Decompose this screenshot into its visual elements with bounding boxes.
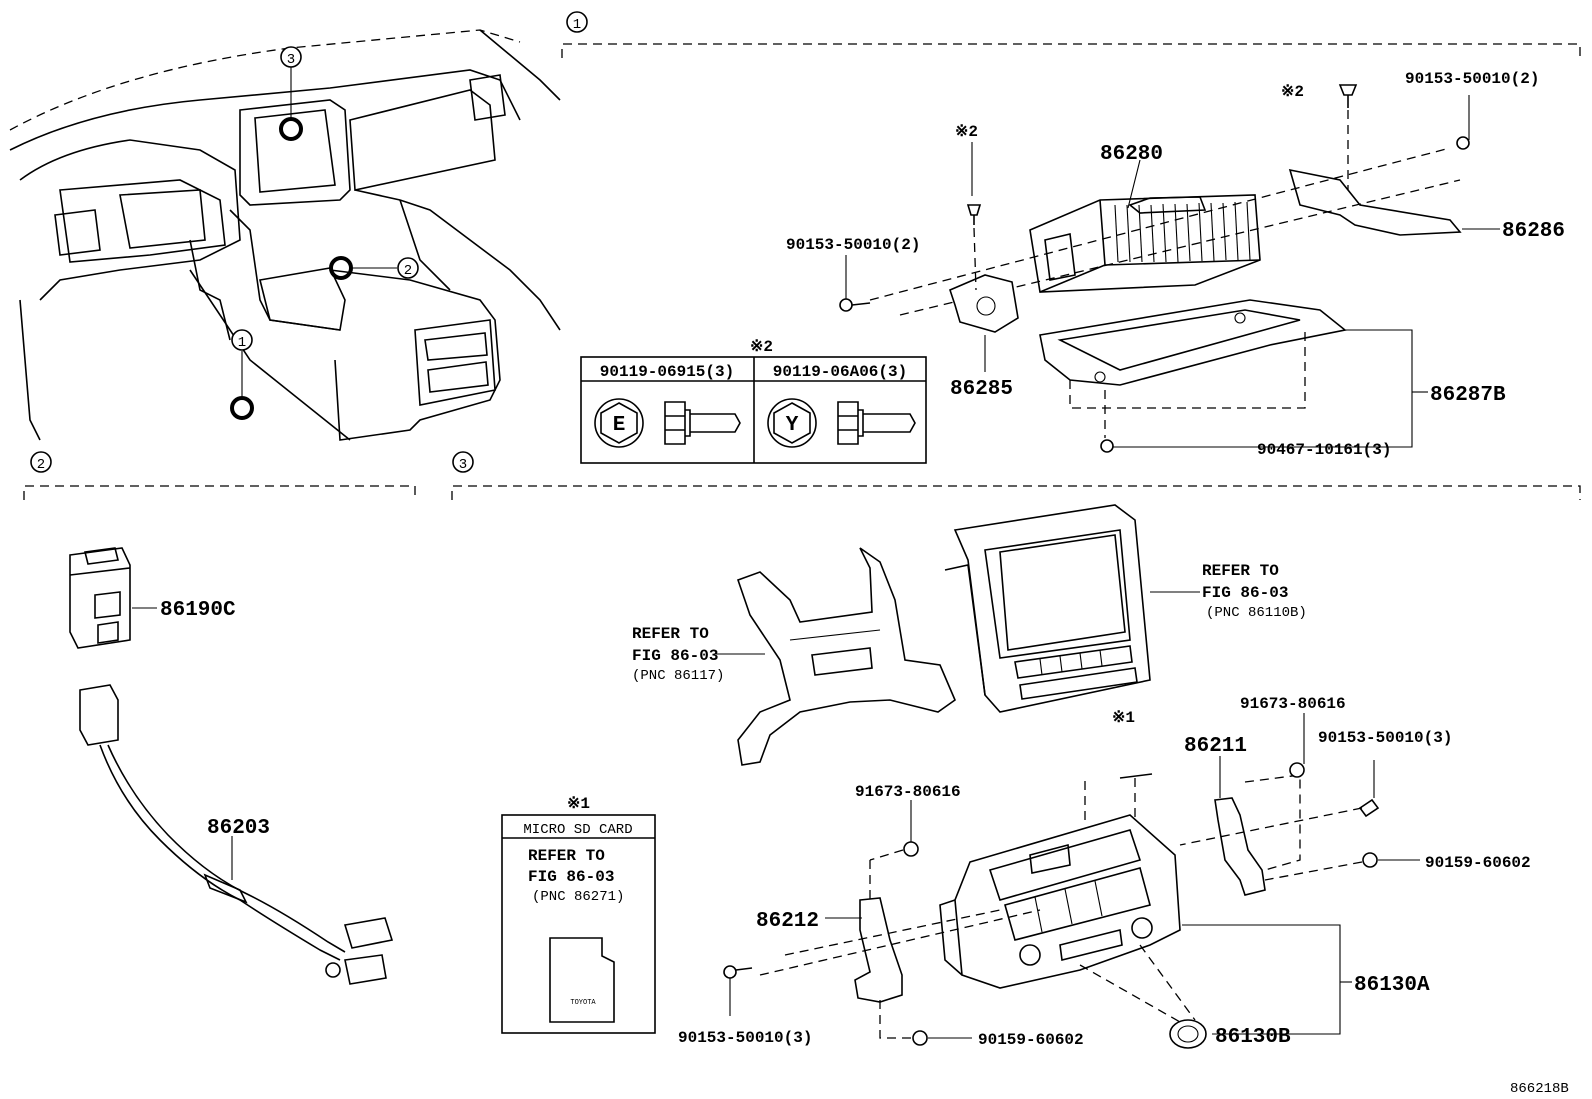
label-86212: 86212 bbox=[756, 910, 819, 933]
sd-box-line-2: FIG 86-03 bbox=[528, 868, 614, 886]
section-3-bracket bbox=[451, 485, 1581, 500]
bracket-86212 bbox=[854, 897, 903, 1003]
callout-3 bbox=[280, 46, 302, 68]
refer-left-line-2: FIG 86-03 bbox=[632, 647, 718, 665]
micro-sd-box: MICRO SD CARD REFER TO FIG 86-03 (PNC 86… bbox=[501, 814, 656, 1034]
sd-card-icon bbox=[549, 937, 615, 1023]
note-2-a: ※2 bbox=[955, 123, 978, 141]
section-1-bracket bbox=[561, 43, 1581, 58]
figure-id: 866218B bbox=[1510, 1081, 1569, 1097]
amplifier-86280 bbox=[1029, 194, 1261, 293]
label-86130A: 86130A bbox=[1354, 974, 1430, 997]
refer-left-line-3: (PNC 86117) bbox=[632, 668, 724, 684]
switch-86190C bbox=[69, 547, 131, 649]
note-2-b: ※2 bbox=[750, 338, 773, 356]
section-3-marker bbox=[452, 451, 474, 473]
label-screw-left-s1: 90153-50010(2) bbox=[786, 236, 920, 254]
label-clip-left: 91673-80616 bbox=[855, 783, 961, 801]
callout-2 bbox=[397, 257, 419, 279]
tray-86287B bbox=[1039, 299, 1347, 386]
label-clip-right: 91673-80616 bbox=[1240, 695, 1346, 713]
label-screw-right-s3: 90153-50010(3) bbox=[1318, 729, 1452, 747]
refer-right-line-3: (PNC 86110B) bbox=[1206, 605, 1307, 621]
sd-card-logo: TOYOTA bbox=[570, 999, 596, 1007]
refer-left-line-1: REFER TO bbox=[632, 625, 709, 643]
clip-left-icon bbox=[903, 841, 919, 857]
label-86285: 86285 bbox=[950, 378, 1013, 401]
location-dot-1 bbox=[230, 396, 254, 420]
section-3-marker-label: 3 bbox=[459, 457, 467, 473]
callout-2-label: 2 bbox=[404, 263, 412, 279]
label-86287B: 86287B bbox=[1430, 384, 1506, 407]
screw-left-icon bbox=[723, 965, 737, 979]
section-2-marker bbox=[30, 451, 52, 473]
dashboard-overview: 3 2 1 bbox=[9, 29, 561, 441]
bolt-head-mark-y: Y bbox=[786, 414, 799, 437]
mounting-bracket bbox=[736, 547, 956, 766]
callout-1-label: 1 bbox=[238, 335, 246, 351]
bracket-86286 bbox=[1288, 168, 1462, 236]
section-1-marker-label: 1 bbox=[573, 17, 581, 33]
label-86211: 86211 bbox=[1184, 735, 1247, 758]
bolt-table-col2-header: 90119-06A06(3) bbox=[773, 363, 907, 381]
label-bolt-bottom: 90467-10161(3) bbox=[1257, 441, 1391, 459]
harness-86203 bbox=[79, 684, 394, 985]
bolt-table: 90119-06915(3) 90119-06A06(3) E Y bbox=[580, 356, 927, 464]
note-1-a: ※1 bbox=[567, 795, 590, 813]
bolt-table-col1-header: 90119-06915(3) bbox=[600, 363, 734, 381]
location-dot-2 bbox=[329, 256, 353, 280]
label-86286: 86286 bbox=[1502, 220, 1565, 243]
callout-3-label: 3 bbox=[287, 52, 295, 68]
sd-box-title: MICRO SD CARD bbox=[523, 822, 632, 838]
label-nut-left: 90159-60602 bbox=[978, 1031, 1084, 1049]
label-86280: 86280 bbox=[1100, 143, 1163, 166]
section-1-marker bbox=[566, 11, 588, 33]
refer-right-line-1: REFER TO bbox=[1202, 562, 1279, 580]
label-screw-right-s1: 90153-50010(2) bbox=[1405, 70, 1539, 88]
panel-86130A bbox=[939, 814, 1181, 989]
callout-1 bbox=[231, 329, 253, 351]
note-1-b: ※1 bbox=[1112, 709, 1135, 727]
bracket-86211 bbox=[1214, 797, 1266, 896]
label-86190C: 86190C bbox=[160, 599, 236, 622]
nut-right-icon bbox=[1362, 852, 1378, 868]
nut-left-icon bbox=[912, 1030, 928, 1046]
bracket-86285 bbox=[949, 274, 1019, 333]
bolt-head-mark-e: E bbox=[613, 414, 626, 437]
label-86130B: 86130B bbox=[1215, 1026, 1291, 1049]
section-2-bracket bbox=[23, 485, 416, 500]
knob-86130B bbox=[1169, 1019, 1207, 1049]
label-nut-right: 90159-60602 bbox=[1425, 854, 1531, 872]
screw-right-icon bbox=[1358, 798, 1380, 818]
note-2-c: ※2 bbox=[1281, 83, 1304, 101]
label-86203: 86203 bbox=[207, 817, 270, 840]
section-1: 1 86280 86286 ※2 bbox=[561, 11, 1581, 464]
section-3: 3 REFER TO FIG 86-03 (PNC 86117) REFER T… bbox=[451, 451, 1581, 1049]
refer-right-line-2: FIG 86-03 bbox=[1202, 584, 1288, 602]
display-unit bbox=[944, 504, 1151, 713]
label-screw-left-s3: 90153-50010(3) bbox=[678, 1029, 812, 1047]
section-2: 2 86190C 86203 bbox=[23, 451, 416, 985]
clip-right-icon bbox=[1289, 762, 1305, 778]
sd-box-line-1: REFER TO bbox=[528, 847, 605, 865]
section-2-marker-label: 2 bbox=[37, 457, 45, 473]
sd-box-line-3: (PNC 86271) bbox=[532, 889, 624, 905]
location-dot-3 bbox=[279, 117, 303, 141]
